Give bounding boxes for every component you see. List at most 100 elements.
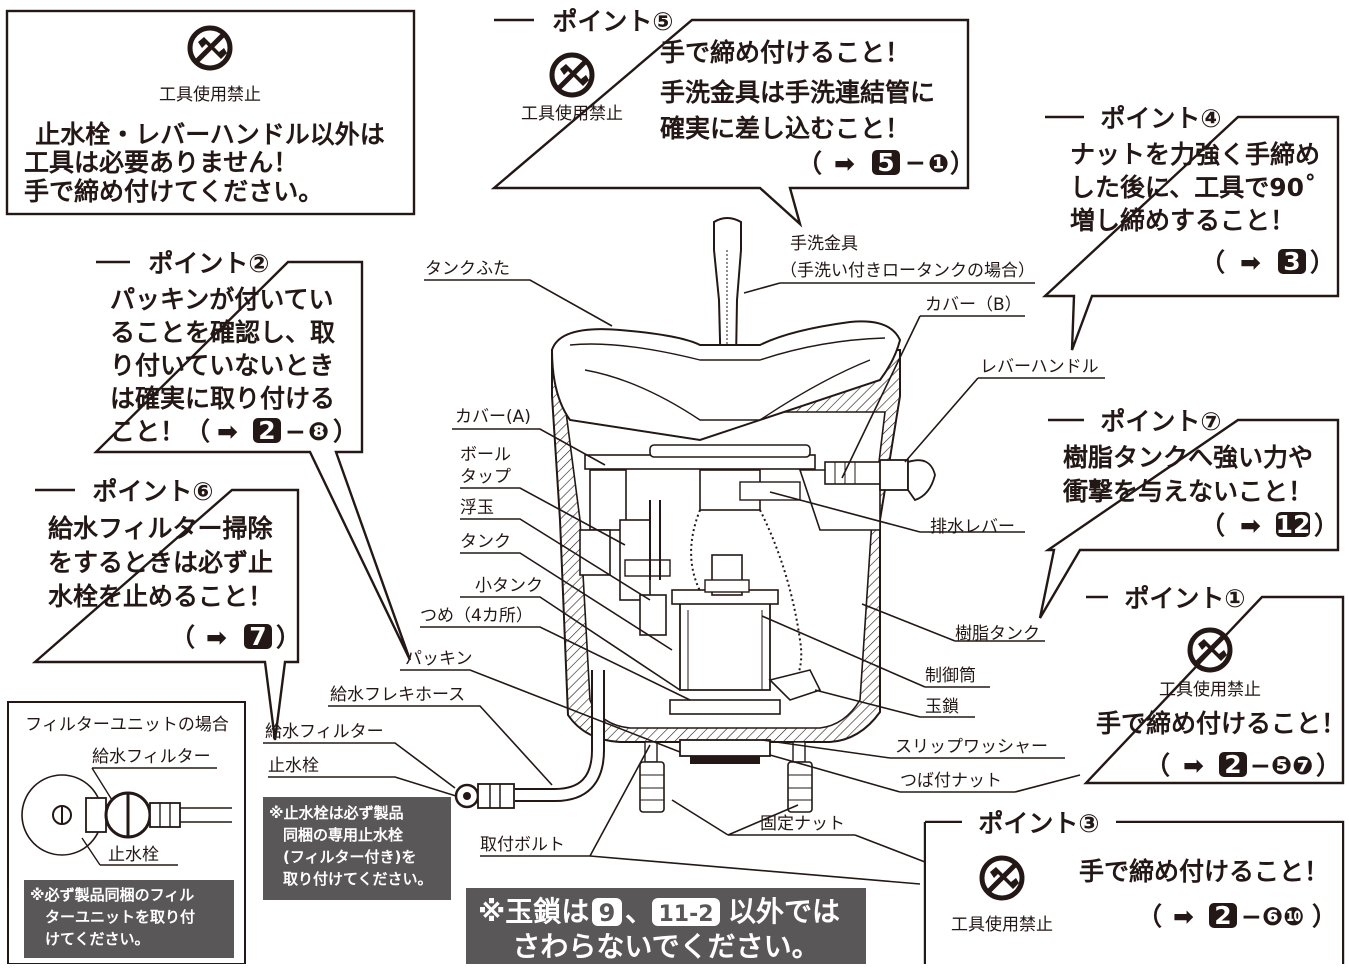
valve-note: ※止水栓は必ず製品 同梱の専用止水栓 (フィルター付き)を 取り付けてください。 bbox=[263, 797, 451, 900]
svg-text:9: 9 bbox=[599, 899, 616, 927]
svg-text:ポイント④: ポイント④ bbox=[1100, 104, 1221, 133]
svg-text:手で締め付けること！: 手で締め付けること！ bbox=[1096, 709, 1346, 738]
point5-title: ポイント⑤ bbox=[552, 7, 673, 36]
svg-text:フィルターユニットの場合: フィルターユニットの場合 bbox=[25, 715, 229, 735]
svg-text:3: 3 bbox=[1283, 247, 1300, 276]
svg-text:※玉鎖は: ※玉鎖は bbox=[478, 895, 589, 928]
svg-text:❽: ❽ bbox=[308, 417, 329, 446]
svg-text:（: （ bbox=[1145, 751, 1170, 780]
svg-text:）: ） bbox=[1314, 511, 1339, 540]
svg-text:工具使用禁止: 工具使用禁止 bbox=[521, 103, 623, 124]
arrow-right-icon: ➡ bbox=[1240, 511, 1261, 540]
svg-text:確実に差し込むこと！: 確実に差し込むこと！ bbox=[660, 114, 910, 143]
svg-text:同梱の専用止水栓: 同梱の専用止水栓 bbox=[283, 826, 403, 844]
svg-text:こと！（: こと！（ bbox=[110, 417, 210, 446]
svg-text:❻❿: ❻❿ bbox=[1262, 902, 1304, 931]
svg-text:ポイント⑦: ポイント⑦ bbox=[1100, 407, 1221, 436]
svg-text:※止水栓は必ず製品: ※止水栓は必ず製品 bbox=[269, 804, 404, 822]
svg-text:手で締め付けること！: 手で締め付けること！ bbox=[660, 38, 910, 67]
svg-text:（: （ bbox=[1137, 902, 1162, 931]
svg-text:工具使用禁止: 工具使用禁止 bbox=[951, 914, 1053, 935]
svg-text:※必ず製品同梱のフィル: ※必ず製品同梱のフィル bbox=[30, 886, 194, 904]
label-resin-tank: 樹脂タンク bbox=[955, 624, 1040, 644]
svg-text:（: （ bbox=[170, 623, 195, 652]
label-faucet-sub: （手洗い付きロータンクの場合） bbox=[780, 261, 1035, 281]
label-claw: つめ（4カ所） bbox=[420, 606, 533, 626]
svg-text:5: 5 bbox=[877, 148, 894, 177]
arrow-right-icon: ➡ bbox=[1183, 751, 1204, 780]
label-flange-nut: つば付ナット bbox=[900, 771, 1002, 791]
svg-text:取り付けてください。: 取り付けてください。 bbox=[283, 870, 433, 888]
svg-text:）: ） bbox=[276, 623, 301, 652]
svg-text:手で締め付けてください。: 手で締め付けてください。 bbox=[24, 177, 323, 206]
svg-text:ポイント⑥: ポイント⑥ bbox=[92, 477, 213, 506]
svg-text:り付いていないとき: り付いていないとき bbox=[110, 351, 334, 380]
label-small-tank: 小タンク bbox=[475, 576, 543, 596]
no-tool-icon bbox=[552, 55, 592, 95]
svg-text:−: − bbox=[1241, 902, 1262, 931]
svg-text:、: 、 bbox=[625, 895, 653, 928]
leader-lines bbox=[263, 279, 1105, 885]
label-float: 浮玉 bbox=[460, 498, 494, 518]
filter-unit-inset: フィルターユニットの場合 給水フィルター 止水栓 ※必ず製品同梱のフィル ターユ… bbox=[7, 701, 246, 965]
svg-text:増し締めすること！: 増し締めすること！ bbox=[1070, 206, 1295, 235]
svg-text:ポイント②: ポイント② bbox=[148, 249, 269, 278]
label-cover-b: カバー（B） bbox=[925, 295, 1022, 315]
label-fixing-nut: 固定ナット bbox=[760, 814, 845, 834]
svg-text:❺❼: ❺❼ bbox=[1271, 751, 1313, 780]
svg-text:は確実に取り付ける: は確実に取り付ける bbox=[110, 384, 335, 413]
svg-text:けてください。: けてください。 bbox=[45, 930, 150, 948]
label-slip-washer: スリップワッシャー bbox=[895, 737, 1048, 757]
label-ball-chain: 玉鎖 bbox=[925, 697, 959, 717]
svg-text:止水栓・レバーハンドル以外は: 止水栓・レバーハンドル以外は bbox=[35, 120, 385, 149]
svg-text:2: 2 bbox=[1224, 750, 1241, 779]
point7-callout: ポイント⑦ 樹脂タンクへ強い力や 衝撃を与えないこと！ （ ➡ 12 ） bbox=[1038, 407, 1340, 619]
svg-text:11-2: 11-2 bbox=[658, 902, 713, 927]
svg-text:以外では: 以外では bbox=[728, 895, 840, 928]
svg-text:（: （ bbox=[797, 149, 822, 178]
arrow-right-icon: ➡ bbox=[1240, 248, 1261, 277]
label-mounting-bolt: 取付ボルト bbox=[480, 835, 565, 855]
arrow-right-icon: ➡ bbox=[206, 623, 227, 652]
svg-text:）: ） bbox=[1316, 751, 1341, 780]
svg-text:ナットを力強く手締め: ナットを力強く手締め bbox=[1070, 140, 1320, 169]
svg-text:−: − bbox=[1250, 751, 1271, 780]
svg-text:2: 2 bbox=[258, 416, 275, 445]
svg-text:）: ） bbox=[1310, 248, 1335, 277]
arrow-right-icon: ➡ bbox=[1173, 902, 1194, 931]
label-flex-hose: 給水フレキホース bbox=[330, 685, 465, 705]
svg-text:給水フィルター: 給水フィルター bbox=[92, 747, 211, 767]
label-faucet: 手洗金具 bbox=[790, 234, 858, 254]
svg-text:❶: ❶ bbox=[928, 149, 949, 178]
svg-text:）: ） bbox=[950, 149, 975, 178]
svg-text:ポイント①: ポイント① bbox=[1124, 584, 1245, 613]
svg-text:止水栓: 止水栓 bbox=[108, 845, 159, 865]
svg-text:した後に、工具で90˚: した後に、工具で90˚ bbox=[1070, 173, 1317, 202]
svg-text:（: （ bbox=[1200, 511, 1225, 540]
arrow-right-icon: ➡ bbox=[834, 149, 855, 178]
label-lever-handle: レバーハンドル bbox=[980, 357, 1099, 377]
svg-text:手で締め付けること！: 手で締め付けること！ bbox=[1079, 857, 1329, 886]
point1-callout: ポイント① 工具使用禁止 手で締め付けること！ （ ➡ 2 − ❺❼ ） bbox=[1083, 584, 1346, 785]
arrow-right-icon: ➡ bbox=[217, 417, 238, 446]
svg-text:衝撃を与えないこと！: 衝撃を与えないこと！ bbox=[1062, 477, 1313, 506]
point5-callout: ポイント⑤ 工具使用禁止 手で締め付けること！ 手洗金具は手洗連結管に 確実に差… bbox=[490, 7, 975, 228]
top-left-notice: 工具使用禁止 止水栓・レバーハンドル以外は 工具は必要ありません！ 手で締め付け… bbox=[5, 9, 416, 216]
svg-text:ポイント③: ポイント③ bbox=[978, 809, 1099, 838]
label-ball-tap-1: ボール bbox=[460, 445, 511, 465]
point4-callout: ポイント④ ナットを力強く手締め した後に、工具で90˚ 増し締めすること！ （… bbox=[1041, 104, 1340, 351]
part-labels: タンクふた 手洗金具 （手洗い付きロータンクの場合） カバー（B） レバーハンド… bbox=[265, 234, 1099, 855]
svg-text:）: ） bbox=[333, 417, 358, 446]
svg-text:（: （ bbox=[1200, 248, 1225, 277]
svg-text:手洗金具は手洗連結管に: 手洗金具は手洗連結管に bbox=[660, 78, 935, 107]
svg-text:給水フィルター掃除: 給水フィルター掃除 bbox=[48, 514, 274, 543]
svg-text:パッキンが付いてい: パッキンが付いてい bbox=[110, 285, 334, 314]
svg-text:−: − bbox=[905, 148, 926, 177]
label-drain-lever: 排水レバー bbox=[930, 517, 1015, 537]
svg-text:水栓を止めること！: 水栓を止めること！ bbox=[48, 582, 273, 611]
svg-text:−: − bbox=[285, 417, 306, 446]
svg-text:工具は必要ありません！: 工具は必要ありません！ bbox=[24, 148, 298, 177]
chain-warning: ※玉鎖は 9 、 11-2 以外では さわらないでください。 bbox=[466, 888, 866, 964]
svg-text:12: 12 bbox=[1276, 510, 1311, 539]
